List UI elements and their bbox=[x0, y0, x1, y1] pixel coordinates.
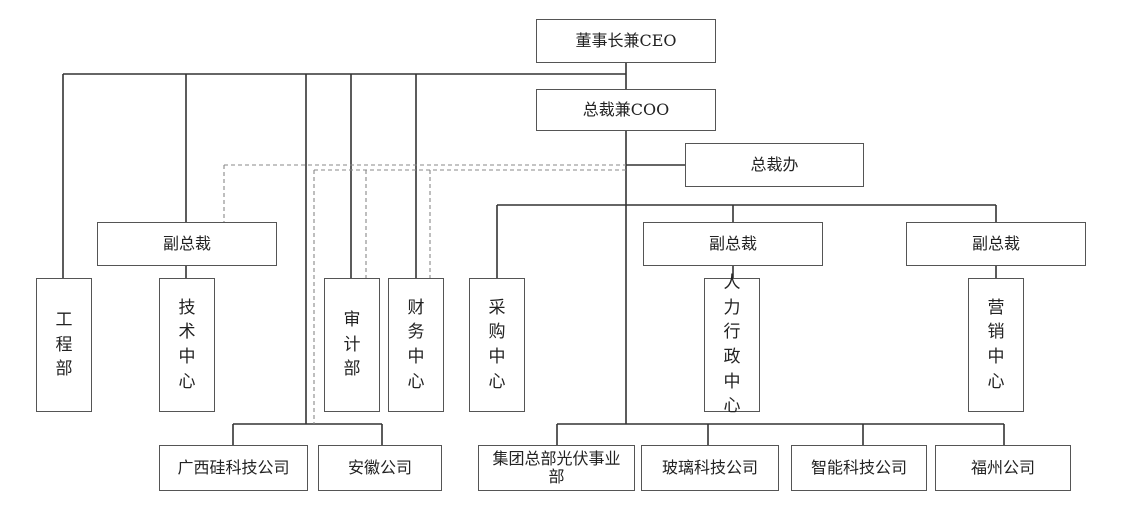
group-pv-division-box: 集团总部光伏事业部 bbox=[478, 445, 635, 491]
vp-left-label: 副总裁 bbox=[162, 233, 211, 253]
smart-tech-company-label: 智能科技公司 bbox=[810, 457, 907, 477]
finance-box: 财务中心 bbox=[388, 278, 444, 412]
group-pv-division-label: 集团总部光伏事业部 bbox=[492, 448, 621, 486]
smart-tech-company-box: 智能科技公司 bbox=[791, 445, 927, 491]
guangxi-company-box: 广西硅科技公司 bbox=[159, 445, 308, 491]
engineering-label: 工程部 bbox=[55, 310, 73, 380]
president-coo-label: 总裁兼COO bbox=[582, 99, 670, 119]
procurement-label: 采购中心 bbox=[488, 297, 506, 392]
vp-right-label: 副总裁 bbox=[971, 233, 1020, 253]
vp-middle-label: 副总裁 bbox=[708, 233, 757, 253]
audit-label: 审计部 bbox=[343, 310, 361, 380]
anhui-company-box: 安徽公司 bbox=[318, 445, 442, 491]
hr-admin-label: 人力行政中心 bbox=[723, 273, 741, 417]
chairman-ceo-label: 董事长兼CEO bbox=[575, 30, 677, 50]
procurement-box: 采购中心 bbox=[469, 278, 525, 412]
tech-center-label: 技术中心 bbox=[178, 297, 196, 392]
guangxi-company-label: 广西硅科技公司 bbox=[177, 457, 290, 477]
audit-box: 审计部 bbox=[324, 278, 380, 412]
president-coo-box: 总裁兼COO bbox=[536, 89, 716, 131]
finance-label: 财务中心 bbox=[407, 297, 425, 392]
tech-center-box: 技术中心 bbox=[159, 278, 215, 412]
vp-left-box: 副总裁 bbox=[97, 222, 277, 266]
marketing-label: 营销中心 bbox=[987, 297, 1005, 392]
fuzhou-company-box: 福州公司 bbox=[935, 445, 1071, 491]
vp-middle-box: 副总裁 bbox=[643, 222, 823, 266]
president-office-label: 总裁办 bbox=[750, 154, 799, 174]
hr-admin-box: 人力行政中心 bbox=[704, 273, 760, 416]
anhui-company-label: 安徽公司 bbox=[347, 457, 412, 477]
vp-right-box: 副总裁 bbox=[906, 222, 1086, 266]
glass-tech-company-box: 玻璃科技公司 bbox=[641, 445, 779, 491]
president-office-box: 总裁办 bbox=[685, 143, 864, 187]
chairman-ceo-box: 董事长兼CEO bbox=[536, 19, 716, 63]
fuzhou-company-label: 福州公司 bbox=[970, 457, 1035, 477]
glass-tech-company-label: 玻璃科技公司 bbox=[661, 457, 758, 477]
engineering-box: 工程部 bbox=[36, 278, 92, 412]
marketing-box: 营销中心 bbox=[968, 278, 1024, 412]
